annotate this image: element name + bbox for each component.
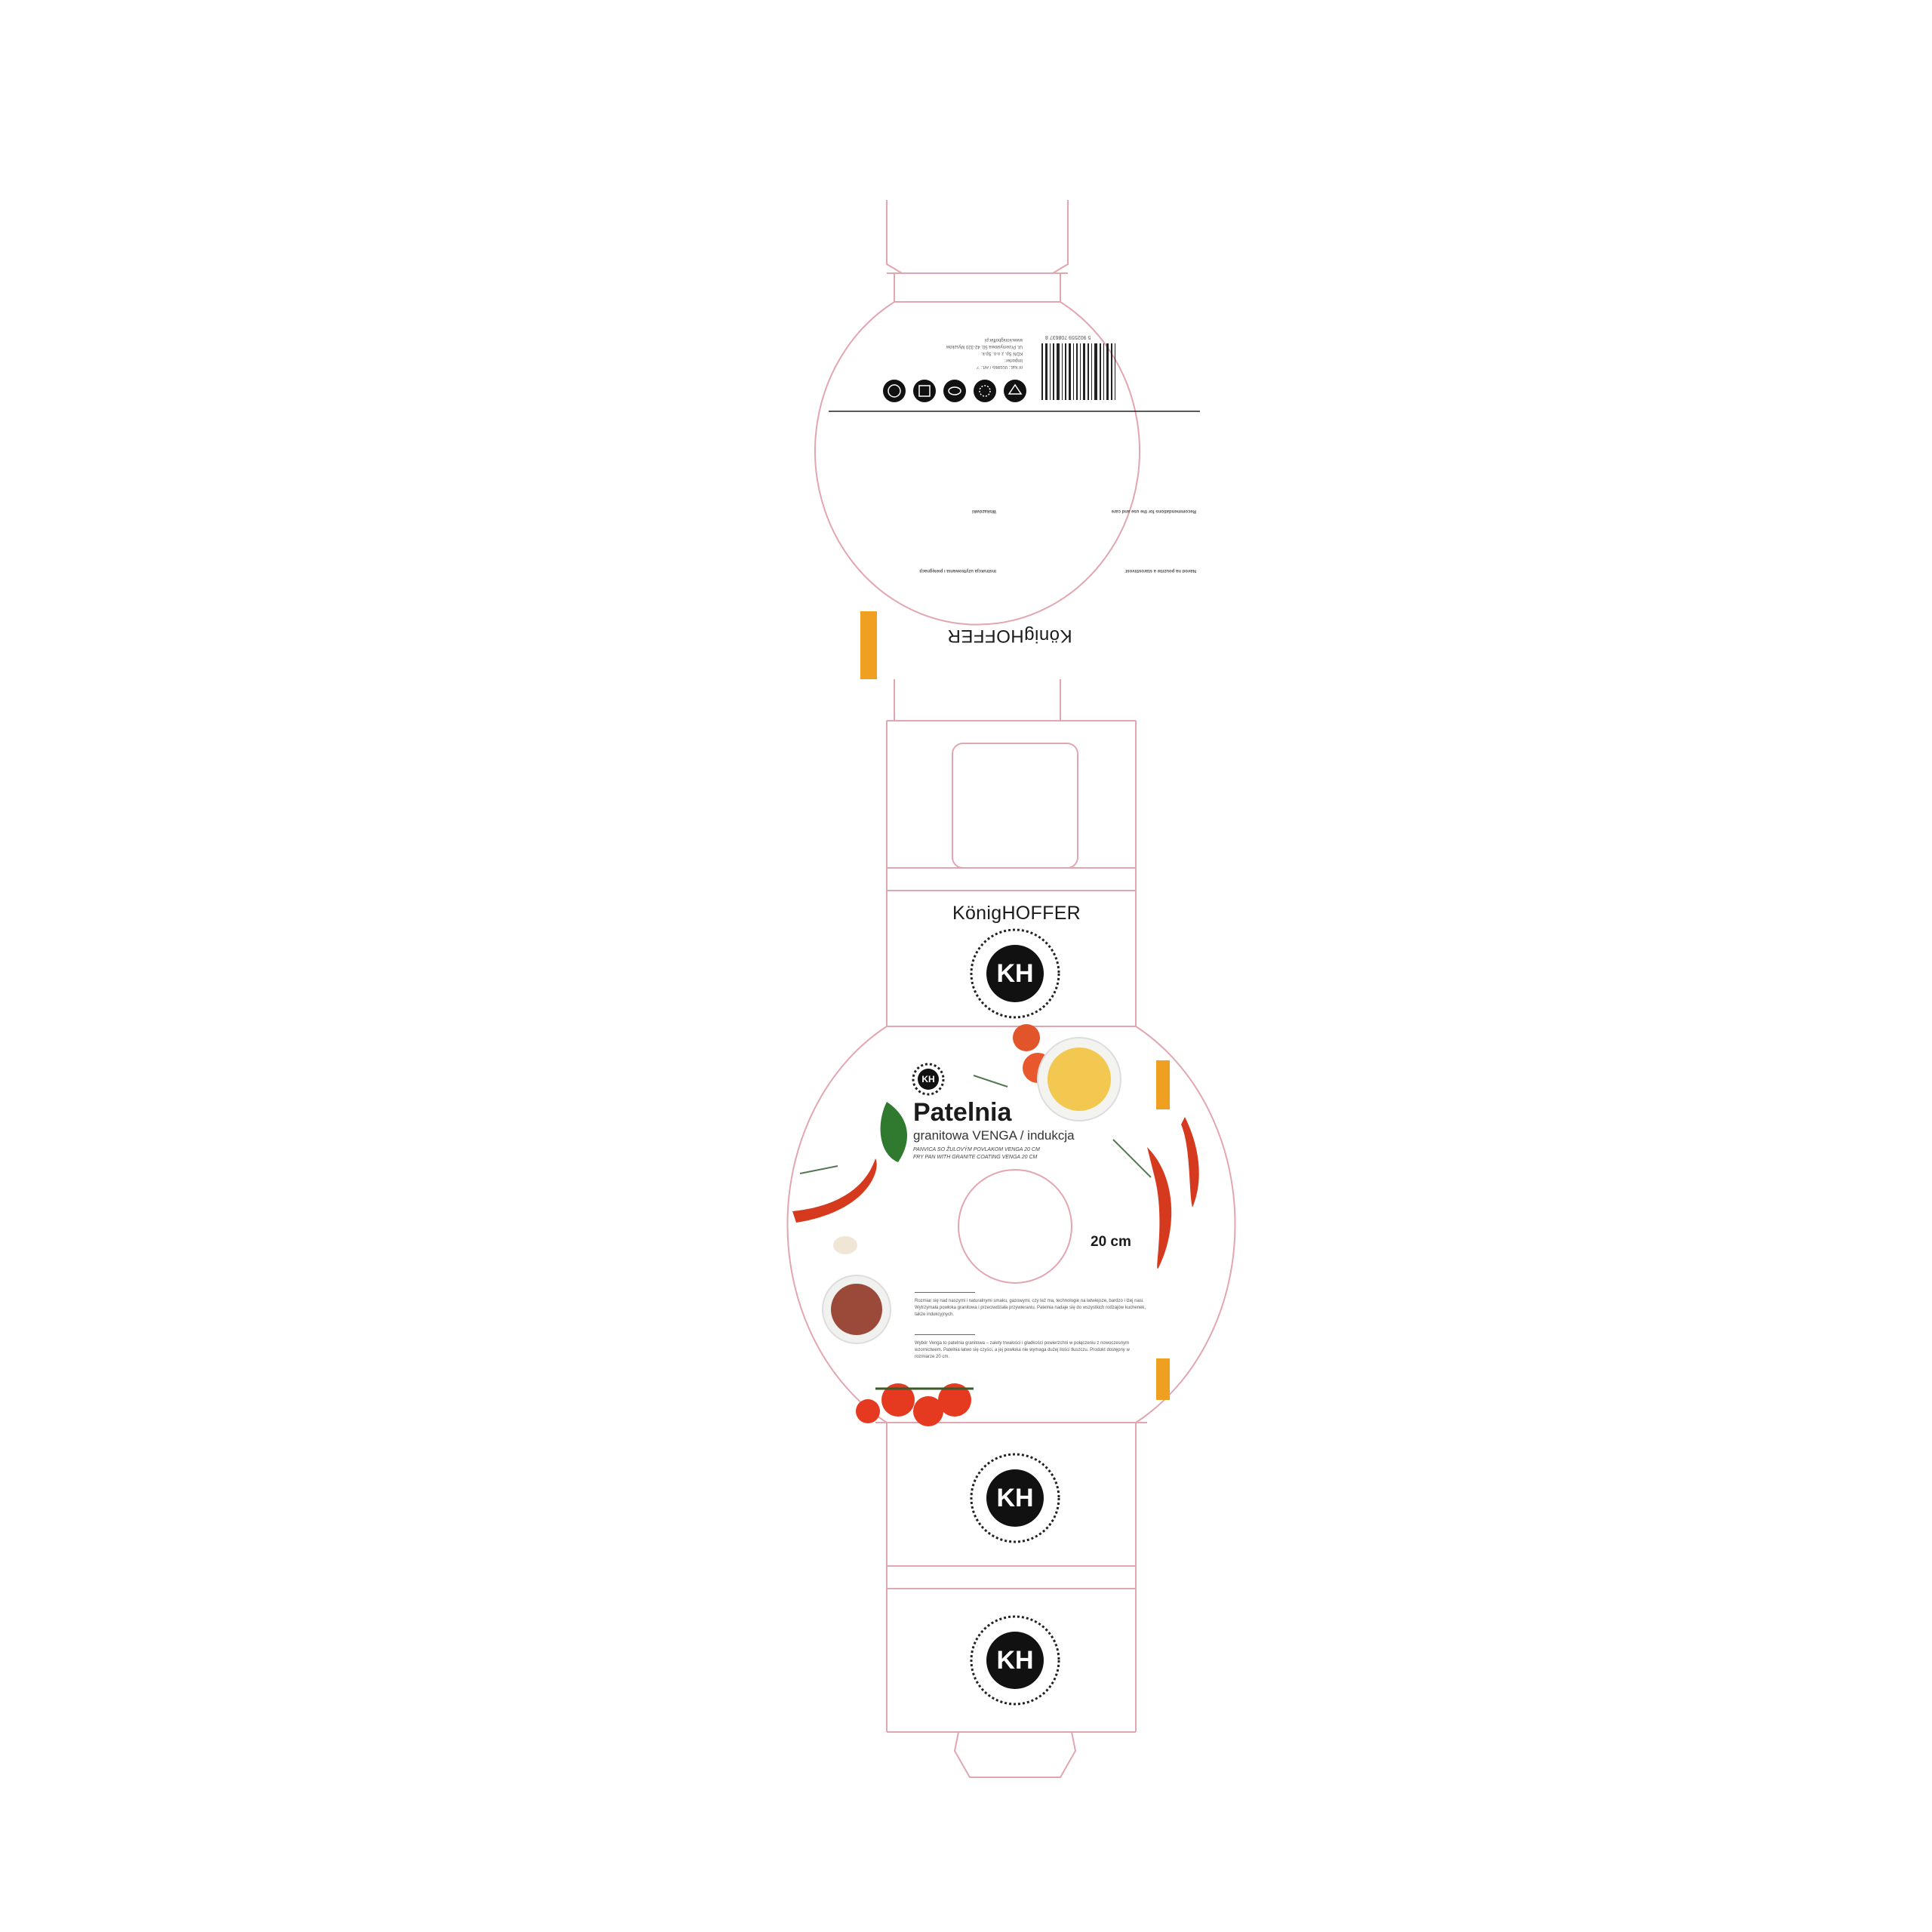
description-rule <box>915 1334 975 1335</box>
back-instructions-left: Instrukcja użytkowania i pielęgnacji Wsk… <box>826 423 996 574</box>
brand-name-bold: HOFFER <box>947 626 1024 646</box>
back-left-heading: Instrukcja użytkowania i pielęgnacji <box>919 568 996 573</box>
stove-icon <box>883 380 906 402</box>
kh-logo-rings <box>912 928 1060 1706</box>
rosemary-icon <box>799 1165 838 1174</box>
cherry-tomato-icon <box>913 1396 943 1426</box>
spinach-leaf-icon <box>880 1102 907 1162</box>
product-line-sk: PANVICA SO ŽULOVÝM POVLAKOM VENGA 20 CM <box>913 1147 1040 1152</box>
back-right-heading: Návod na použitie a starostlivosť <box>1124 568 1196 573</box>
garlic-icon <box>833 1236 857 1254</box>
cherry-tomato-icon <box>856 1399 880 1423</box>
back-left-heading-2: Wskazówki <box>971 509 996 513</box>
food-illustrations <box>792 1024 1199 1426</box>
back-instructions-right: Návod na použitie a starostlivosť Recomm… <box>1015 423 1196 574</box>
rosemary-icon <box>1112 1139 1152 1178</box>
description-rule <box>915 1292 975 1293</box>
dieline-outline <box>786 200 1236 1778</box>
kh-monogram-logo: KH <box>986 1469 1044 1527</box>
rosemary-icon <box>973 1075 1008 1088</box>
brand-name-regular: König <box>952 903 1002 924</box>
importer-label: Importer: <box>1004 358 1023 362</box>
brand-name-regular: König <box>1023 626 1072 646</box>
cherry-tomato-icon <box>881 1383 915 1417</box>
product-subtitle: granitowa VENGA / indukcja <box>913 1128 1075 1143</box>
description-paragraph-1: Rozmiar się nad naszymi i naturalnymi sm… <box>915 1299 1146 1317</box>
oven-icon <box>1004 380 1026 402</box>
art-number: nr kat.: 001865 / Art.: ? <box>977 365 1023 369</box>
chili-pepper-icon <box>792 1158 877 1223</box>
importer-line-3: www.konighoffer.pl <box>985 337 1023 342</box>
back-importer-block: nr kat.: 001865 / Art.: ? Importer: KDN … <box>902 336 1023 370</box>
care-icons <box>883 380 1026 402</box>
cherry-tomato-icon <box>938 1383 971 1417</box>
barcode <box>1041 343 1115 400</box>
back-brand-logo: KönigHOFFER <box>947 625 1072 646</box>
back-right-heading-2: Recommendations for the use and care <box>1111 509 1196 513</box>
chili-pepper-icon <box>1181 1117 1199 1208</box>
kh-monogram-small: KH <box>918 1069 939 1090</box>
barcode-number: 5 902559 708637 8 <box>1045 334 1091 340</box>
brand-name-bold: HOFFER <box>1001 903 1081 924</box>
importer-line-1: KDN Sp. z o.o. Sp.k. <box>980 351 1023 355</box>
product-size: 20 cm <box>1091 1234 1131 1250</box>
kh-monogram-logo: KH <box>986 945 1044 1002</box>
kh-monogram-logo: KH <box>986 1632 1044 1689</box>
description-paragraph-2: Wybór Venga to patelnia granitowa – zale… <box>915 1341 1130 1359</box>
orange-accent-tabs <box>860 611 1170 1400</box>
tomato-slice-icon <box>1013 1024 1040 1051</box>
brand-logo-top-band: KönigHOFFER <box>952 903 1081 924</box>
importer-line-2: Ul. Przemysłowa 50, 42-320 Myszków <box>946 344 1023 349</box>
product-title: Patelnia <box>913 1098 1012 1127</box>
dishwasher-icon <box>974 380 996 402</box>
induction-icon <box>913 380 936 402</box>
back-panel <box>829 343 1200 412</box>
product-line-en: FRY PAN WITH GRANITE COATING VENGA 20 CM <box>913 1155 1038 1160</box>
gas-icon <box>943 380 966 402</box>
chili-pepper-icon <box>1147 1147 1172 1269</box>
